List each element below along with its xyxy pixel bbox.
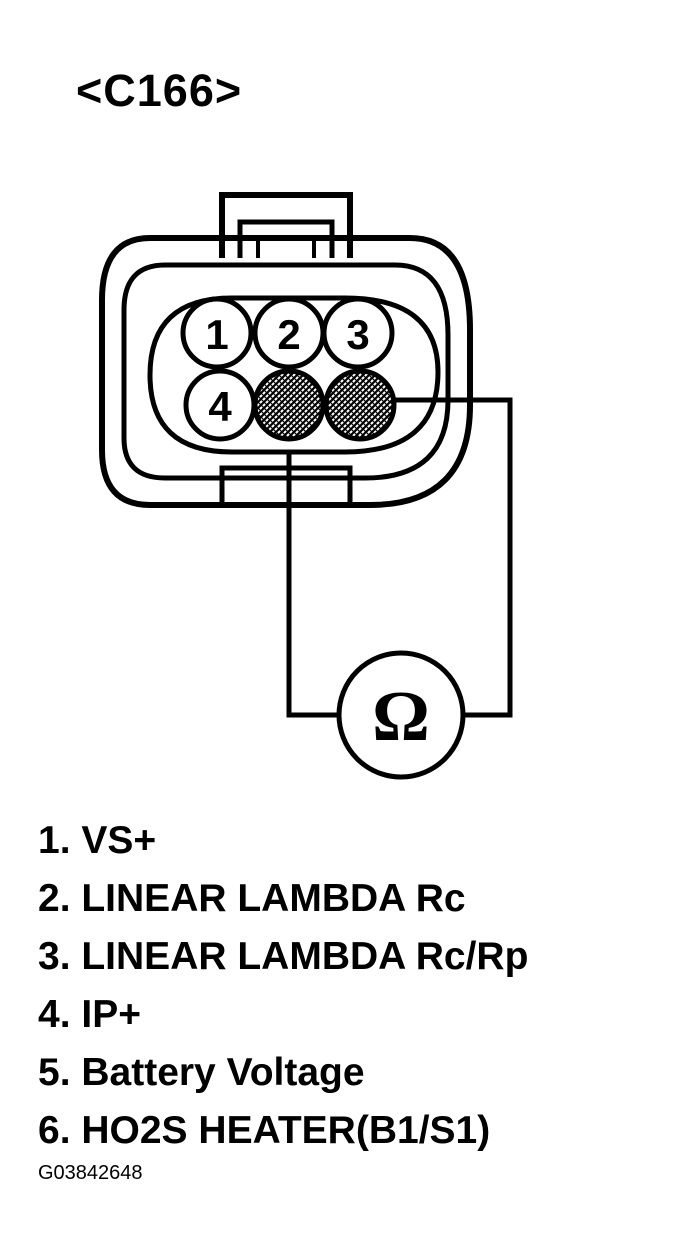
pin-legend: 1. VS+ 2. LINEAR LAMBDA Rc 3. LINEAR LAM… (38, 812, 528, 1160)
pin-4-label: 4 (208, 383, 232, 430)
pin-3: 3 (321, 296, 395, 370)
legend-item-3: 3. LINEAR LAMBDA Rc/Rp (38, 935, 529, 978)
legend-item-2: 2. LINEAR LAMBDA Rc (38, 877, 466, 920)
connector-code-label: <C166> (76, 65, 243, 116)
pin-3-label: 3 (346, 311, 369, 358)
pin-2-label: 2 (277, 311, 300, 358)
legend-item-5: 5. Battery Voltage (38, 1051, 365, 1094)
legend-item-4: 4. IP+ (38, 993, 141, 1036)
pin-4: 4 (183, 368, 257, 442)
figure-id: G03842648 (38, 1162, 143, 1184)
pin-1-label: 1 (205, 311, 228, 358)
pin-1: 1 (180, 296, 254, 370)
pin-6 (323, 368, 397, 442)
ohmmeter-symbol: Ω (336, 650, 466, 780)
legend-item-6: 6. HO2S HEATER(B1/S1) (38, 1109, 491, 1152)
omega-icon: Ω (372, 676, 430, 756)
pin-2: 2 (252, 296, 326, 370)
legend-item-1: 1. VS+ (38, 819, 157, 862)
pin-5 (252, 368, 326, 442)
connector-housing (99, 192, 473, 508)
ohmmeter-leads (286, 397, 513, 718)
connector-diagram: 1 2 3 4 Ω (99, 192, 513, 780)
